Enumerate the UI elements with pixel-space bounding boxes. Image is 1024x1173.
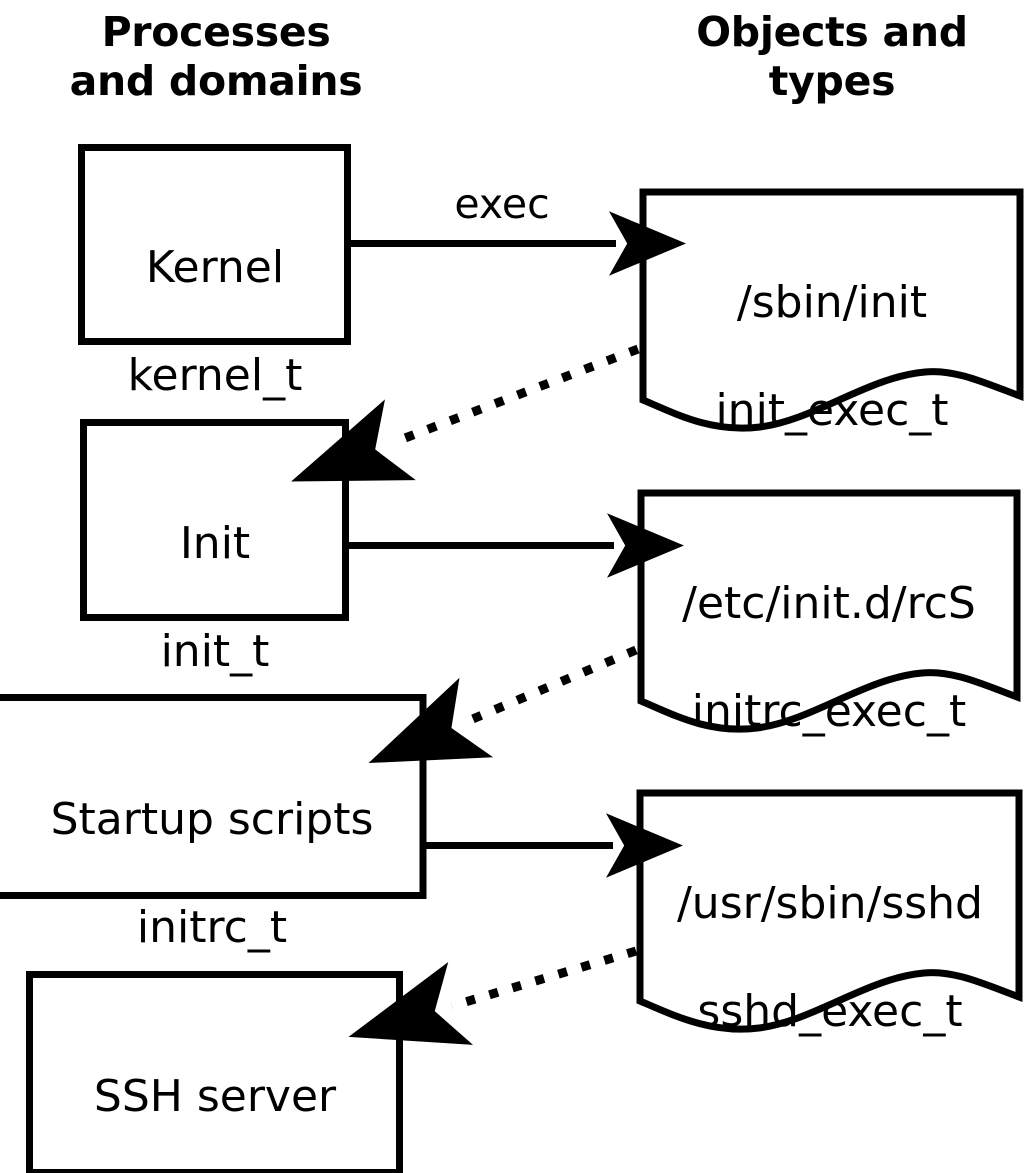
object-doc-etc-initd-rcs[interactable] bbox=[637, 489, 1021, 733]
edge-sshdexec-transition-sshd bbox=[348, 946, 638, 1045]
process-label-startup-scripts-name: Startup scripts bbox=[50, 794, 374, 845]
column-header-processes: Processes and domains bbox=[26, 8, 406, 106]
object-label-sbin-init-type: init_exec_t bbox=[715, 385, 949, 436]
column-header-processes-line2: and domains bbox=[69, 57, 363, 105]
process-label-kernel-name: Kernel bbox=[145, 242, 285, 293]
process-label-startup-scripts: Startup scripts initrc_t bbox=[0, 739, 424, 1009]
process-label-init-type: init_t bbox=[160, 626, 270, 677]
object-doc-usr-sbin-sshd[interactable] bbox=[636, 789, 1023, 1033]
column-header-processes-line1: Processes bbox=[101, 8, 331, 56]
column-header-objects-line1: Objects and bbox=[696, 8, 968, 56]
process-label-ssh-server: SSH server sshd_t bbox=[30, 1016, 400, 1173]
process-label-init-name: Init bbox=[179, 518, 251, 569]
edge-label-exec: exec bbox=[382, 182, 622, 226]
object-doc-sbin-init[interactable] bbox=[639, 188, 1024, 432]
edge-initrcexec-transition-initrc bbox=[368, 645, 638, 764]
object-label-sbin-init-path: /sbin/init bbox=[736, 277, 928, 328]
process-label-kernel: Kernel kernel_t bbox=[81, 187, 349, 457]
object-label-sbin-init: /sbin/init init_exec_t bbox=[645, 222, 1019, 492]
process-box-ssh-server[interactable] bbox=[26, 971, 403, 1173]
process-box-kernel[interactable] bbox=[78, 144, 351, 345]
object-label-etc-initd-rcs-path: /etc/init.d/rcS bbox=[682, 578, 976, 629]
object-label-etc-initd-rcs: /etc/init.d/rcS initrc_exec_t bbox=[641, 523, 1017, 793]
process-label-ssh-server-name: SSH server bbox=[93, 1071, 337, 1122]
process-label-init: Init init_t bbox=[83, 463, 347, 733]
object-label-usr-sbin-sshd: /usr/sbin/sshd sshd_exec_t bbox=[641, 823, 1019, 1093]
object-label-usr-sbin-sshd-type: sshd_exec_t bbox=[697, 986, 963, 1037]
process-box-startup-scripts[interactable] bbox=[0, 694, 427, 899]
edge-initexec-transition-init bbox=[291, 344, 640, 482]
object-label-etc-initd-rcs-type: initrc_exec_t bbox=[691, 686, 967, 737]
column-header-objects-line2: types bbox=[768, 57, 896, 105]
edge-label-exec-text: exec bbox=[454, 180, 550, 228]
process-label-startup-scripts-type: initrc_t bbox=[136, 902, 288, 953]
process-label-kernel-type: kernel_t bbox=[127, 350, 303, 401]
object-label-usr-sbin-sshd-path: /usr/sbin/sshd bbox=[676, 878, 983, 929]
column-header-objects: Objects and types bbox=[640, 8, 1024, 106]
